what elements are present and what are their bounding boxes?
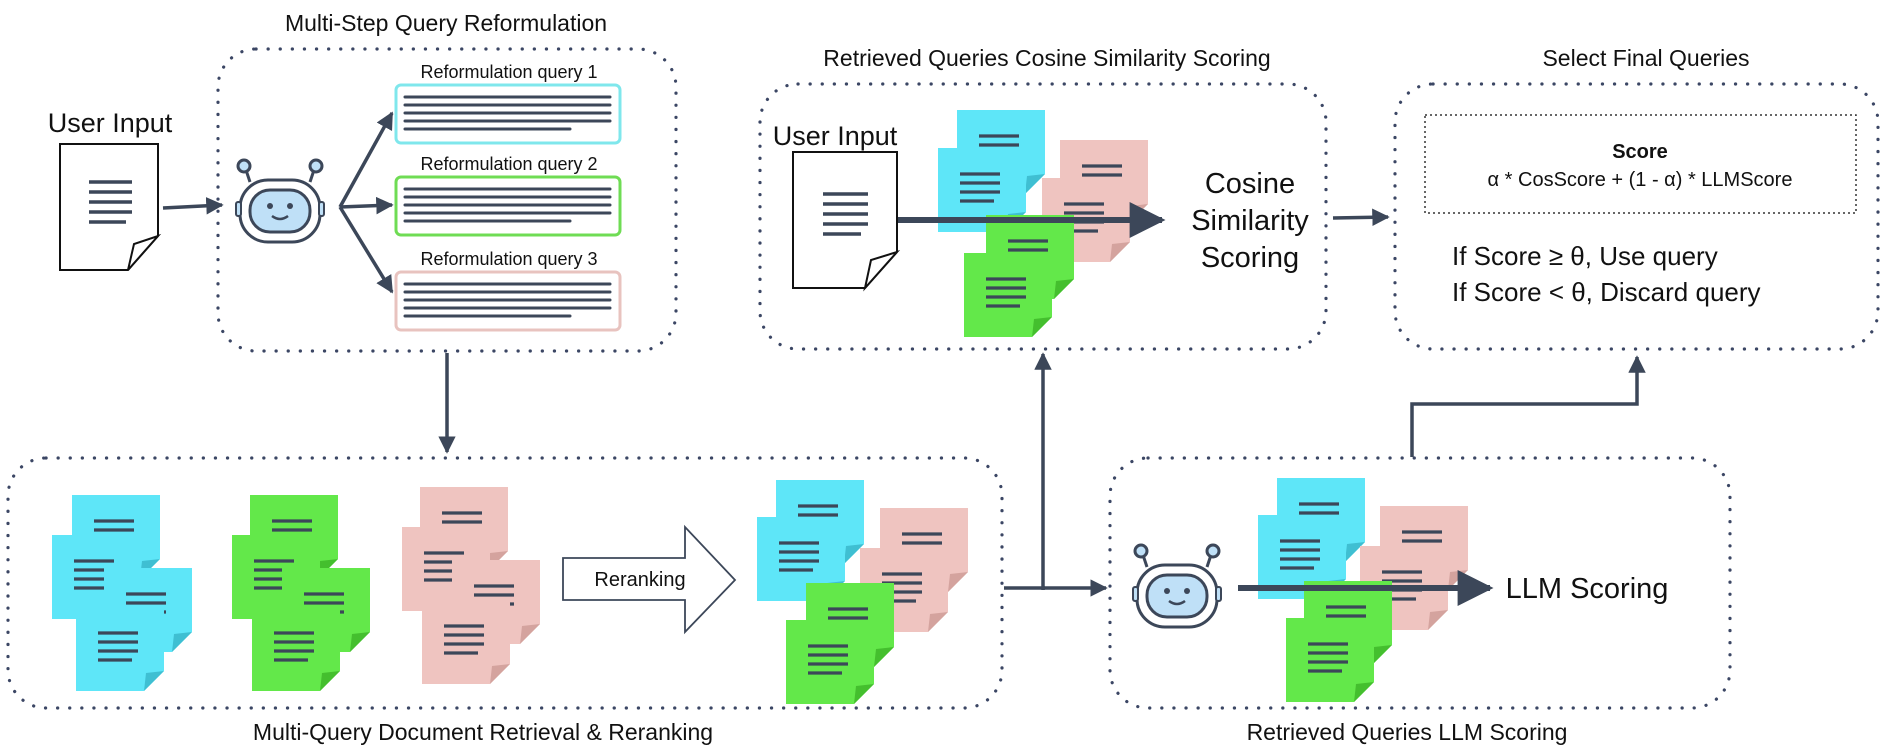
sticky-stack-green <box>230 493 372 693</box>
cosine-user-input-label: User Input <box>773 121 898 151</box>
score-formula: α * CosScore + (1 - α) * LLMScore <box>1488 169 1793 191</box>
select-panel <box>1393 82 1880 351</box>
score-title: Score <box>1612 141 1668 163</box>
cosine-panel-title: Retrieved Queries Cosine Similarity Scor… <box>823 45 1270 71</box>
rule-discard: If Score < θ, Discard query <box>1452 277 1761 307</box>
robot-icon <box>235 158 325 244</box>
cosine-result-label: Cosine Similarity Scoring <box>1191 168 1309 274</box>
user-input-label: User Input <box>48 108 173 138</box>
select-panel-title: Select Final Queries <box>1542 45 1749 71</box>
llm-robot-icon <box>1132 543 1222 629</box>
rule-use: If Score ≥ θ, Use query <box>1452 241 1718 271</box>
llm-panel <box>1108 456 1732 710</box>
reformulation-query-1: Reformulation query 1 <box>394 62 622 145</box>
cosine-document-icon <box>792 151 901 292</box>
reformulation-query-2-label: Reformulation query 2 <box>420 154 597 174</box>
score-box <box>1424 114 1857 214</box>
llm-result-label: LLM Scoring <box>1506 573 1669 605</box>
document-icon <box>59 143 162 271</box>
reranked-stack <box>755 478 970 706</box>
reformulation-query-2: Reformulation query 2 <box>394 154 622 237</box>
llm-to-select-arrow <box>1410 355 1646 457</box>
reformulation-panel-title: Multi-Step Query Reformulation <box>285 10 607 36</box>
input-to-robot-arrow <box>162 197 224 215</box>
cosine-result-line-3: Scoring <box>1201 242 1299 274</box>
llm-panel-title: Retrieved Queries LLM Scoring <box>1247 719 1568 745</box>
sticky-stack-cyan <box>50 493 194 693</box>
cosine-result-line-2: Similarity <box>1191 205 1309 237</box>
fan-arrows <box>338 111 394 294</box>
cosine-result-line-1: Cosine <box>1205 168 1295 200</box>
sticky-stack-pink <box>400 485 542 686</box>
reranking-arrow: Reranking <box>562 524 737 635</box>
reformulation-query-3-label: Reformulation query 3 <box>420 249 597 269</box>
cosine-to-select-arrow <box>1332 208 1390 227</box>
retrieval-panel <box>6 456 1004 710</box>
reranking-label: Reranking <box>594 569 685 591</box>
reformulation-query-1-label: Reformulation query 1 <box>420 62 597 82</box>
cosine-sticky-stack <box>936 108 1150 339</box>
reformulation-query-3: Reformulation query 3 <box>394 249 622 332</box>
retrieval-to-scoring-connector <box>1004 352 1108 597</box>
retrieval-panel-title: Multi-Query Document Retrieval & Reranki… <box>253 719 713 745</box>
